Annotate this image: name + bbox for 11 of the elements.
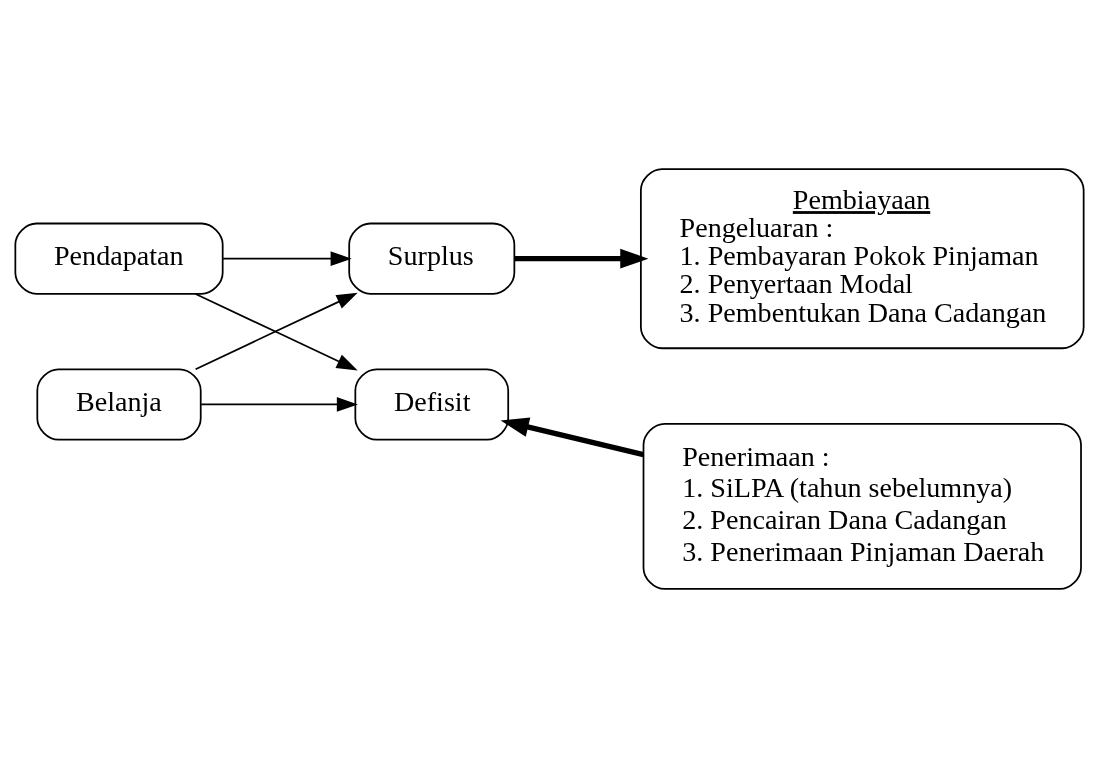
node-box: Pembiayaan Pengeluaran : 1. Pembayaran Pokok Pinjaman 2. Penyertaan Modal 3. Pembentukan Dana Cadangan [640, 167, 1085, 349]
node-box: Pendapatan [14, 222, 224, 295]
node-box: Belanja [36, 367, 202, 440]
node-box: Penerimaan : 1. SiLPA (tahun sebelumnya) 2. Pencairan Dana Cadangan 3. Penerimaan Pinjaman Daerah [642, 422, 1082, 590]
arrow [194, 292, 358, 370]
arrow [514, 248, 649, 268]
node-box: Surplus [348, 222, 516, 295]
arrow [200, 396, 358, 412]
arrow [222, 250, 352, 266]
arrow [500, 416, 644, 457]
node-box: Defisit [354, 367, 510, 440]
